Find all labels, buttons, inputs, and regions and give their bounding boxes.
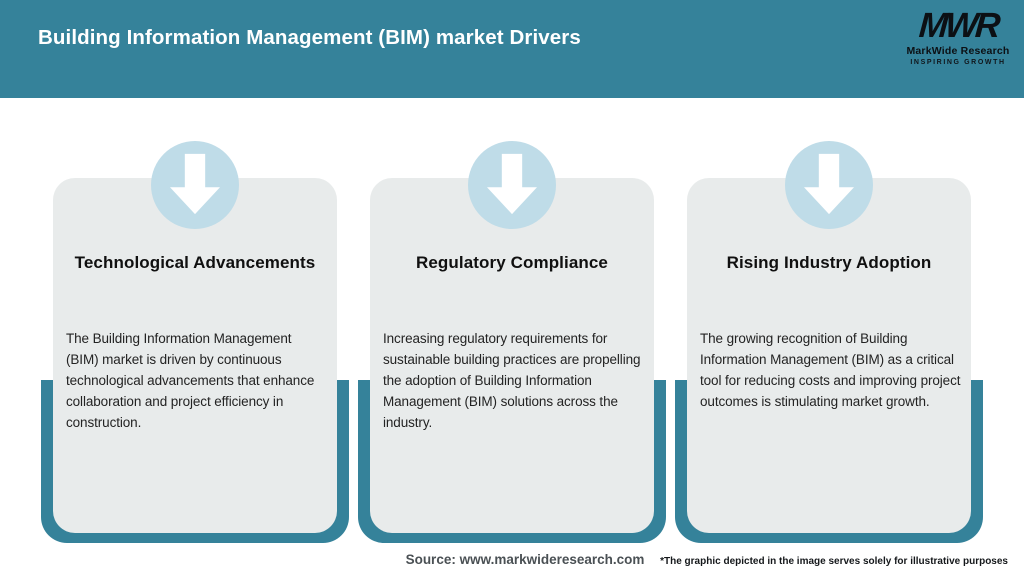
card-title: Rising Industry Adoption — [726, 253, 932, 272]
driver-card-rising-industry-adoption: Rising Industry Adoption The growing rec… — [675, 141, 983, 543]
card-description: Increasing regulatory requirements for s… — [383, 331, 641, 430]
card-title: Technological Advancements — [74, 253, 316, 272]
disclaimer-text: *The graphic depicted in the image serve… — [660, 556, 1008, 567]
down-arrow-icon — [151, 141, 239, 229]
source-text: Source: www.markwideresearch.com — [405, 552, 645, 567]
card-title: Regulatory Compliance — [416, 253, 608, 272]
card-description: The growing recognition of Building Info… — [700, 331, 961, 409]
mwr-monogram: MWR — [917, 6, 999, 45]
card-body: Rising Industry Adoption The growing rec… — [687, 178, 971, 533]
down-arrow-icon — [468, 141, 556, 229]
brand-logo: MWR MarkWide Research INSPIRING GROWTH — [906, 6, 1010, 66]
card-body: Regulatory Compliance Increasing regulat… — [370, 178, 654, 533]
driver-card-technological-advancements: Technological Advancements The Building … — [41, 141, 349, 543]
brand-name: MarkWide Research — [906, 45, 1010, 57]
brand-tagline: INSPIRING GROWTH — [910, 58, 1006, 66]
card-description: The Building Information Management (BIM… — [66, 331, 315, 430]
card-body: Technological Advancements The Building … — [53, 178, 337, 533]
header-bar: Building Information Management (BIM) ma… — [0, 0, 1024, 98]
down-arrow-icon — [785, 141, 873, 229]
page-title: Building Information Management (BIM) ma… — [38, 26, 581, 49]
driver-card-regulatory-compliance: Regulatory Compliance Increasing regulat… — [358, 141, 666, 543]
